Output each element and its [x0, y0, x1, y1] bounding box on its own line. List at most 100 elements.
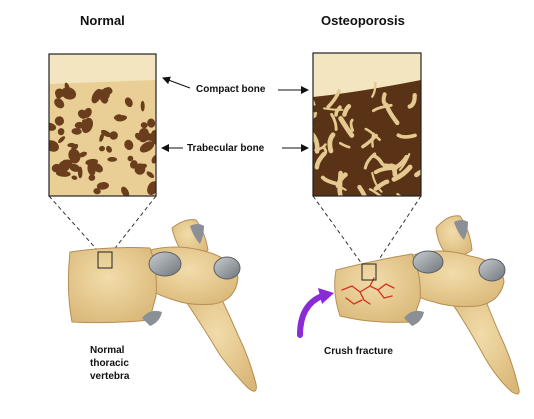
- normal-bone-inset: [48, 53, 157, 197]
- strut: [396, 133, 417, 139]
- pore: [54, 98, 65, 109]
- pore: [58, 160, 70, 172]
- strut: [368, 188, 383, 196]
- pore: [99, 145, 105, 152]
- strut: [381, 92, 388, 107]
- strut: [398, 153, 411, 172]
- strut: [323, 107, 344, 111]
- pore: [151, 154, 156, 164]
- crush-fracture-arrow: [297, 288, 334, 338]
- pore: [68, 148, 81, 163]
- pore: [147, 118, 156, 128]
- pore: [146, 171, 155, 179]
- pore: [147, 181, 156, 195]
- pore: [54, 116, 65, 126]
- pore: [64, 82, 71, 94]
- normal-inset-frame: [48, 53, 157, 197]
- compact-bone-label: Compact bone: [196, 84, 266, 95]
- strut: [391, 164, 413, 182]
- strut: [326, 89, 341, 109]
- pore: [104, 88, 110, 99]
- strut: [396, 192, 402, 196]
- pore: [124, 97, 133, 108]
- zoom-lines: [48, 195, 422, 265]
- strut: [334, 105, 342, 117]
- osteo-zoom-marker: [361, 263, 377, 281]
- osteo-facet-right: [478, 258, 506, 282]
- strut: [389, 163, 398, 177]
- pore: [55, 170, 71, 177]
- pore: [55, 92, 62, 99]
- normal-facet-right: [213, 256, 241, 280]
- pore: [142, 146, 148, 152]
- pore: [124, 139, 134, 151]
- crush-fracture-label: Crush fracture: [324, 346, 393, 357]
- osteoporosis-inset-frame: [312, 52, 422, 197]
- strut: [338, 116, 355, 138]
- pore: [106, 145, 112, 153]
- fracture-cracks: [341, 277, 395, 305]
- strut: [364, 127, 381, 142]
- pore: [113, 114, 122, 120]
- strut: [371, 81, 377, 98]
- strut: [330, 112, 338, 131]
- strut: [372, 154, 385, 166]
- osteoporotic-vertebra: [334, 215, 520, 395]
- pore: [134, 163, 146, 175]
- osteoporosis-compact-layer: [313, 53, 421, 97]
- pore: [96, 182, 109, 190]
- pore: [81, 117, 94, 134]
- strut: [339, 142, 351, 149]
- strut: [313, 98, 316, 106]
- pore: [88, 174, 96, 181]
- pore: [77, 109, 88, 119]
- pore: [49, 122, 57, 131]
- pore: [78, 151, 88, 158]
- pore: [69, 163, 81, 172]
- trabecular-bone-label: Trabecular bone: [187, 143, 265, 154]
- pore: [49, 140, 59, 152]
- normal-vertebra-label-line3: vertebra: [90, 371, 130, 382]
- pore: [99, 133, 104, 142]
- strut: [407, 93, 417, 109]
- pore: [150, 130, 156, 145]
- osteoporosis-header: Osteoporosis: [321, 13, 405, 28]
- pore: [71, 128, 82, 135]
- pore: [71, 175, 78, 180]
- pore: [121, 186, 130, 196]
- strut: [371, 132, 375, 148]
- osteoporosis-bone-inset: [312, 52, 422, 197]
- pore: [109, 131, 118, 140]
- pore: [127, 155, 134, 162]
- pore: [93, 188, 101, 195]
- normal-vertebra: [67, 219, 257, 392]
- strut: [384, 102, 400, 126]
- pore: [141, 132, 155, 141]
- normal-zoom-marker: [97, 251, 113, 269]
- normal-compact-layer: [49, 54, 156, 84]
- strut: [335, 172, 348, 189]
- osteoporosis-trabecular-struts: [313, 81, 421, 196]
- normal-vertebra-label-line2: thoracic: [90, 358, 129, 369]
- pore: [67, 142, 76, 148]
- pore: [91, 88, 102, 104]
- label-arrows: [161, 76, 309, 152]
- osteo-facet-left: [412, 250, 444, 274]
- pore: [57, 128, 65, 136]
- pore: [58, 136, 66, 144]
- strut: [371, 103, 393, 113]
- pore: [100, 129, 112, 138]
- normal-facet-left: [148, 251, 182, 277]
- normal-vertebra-label-line1: Normal: [90, 345, 125, 356]
- strut: [371, 171, 383, 193]
- normal-header: Normal: [80, 13, 125, 28]
- strut: [320, 175, 338, 186]
- strut: [337, 187, 343, 196]
- strut: [395, 154, 409, 169]
- pore: [140, 100, 145, 112]
- normal-trabecular-pores: [49, 82, 156, 196]
- strut: [314, 151, 327, 170]
- strut: [342, 104, 352, 117]
